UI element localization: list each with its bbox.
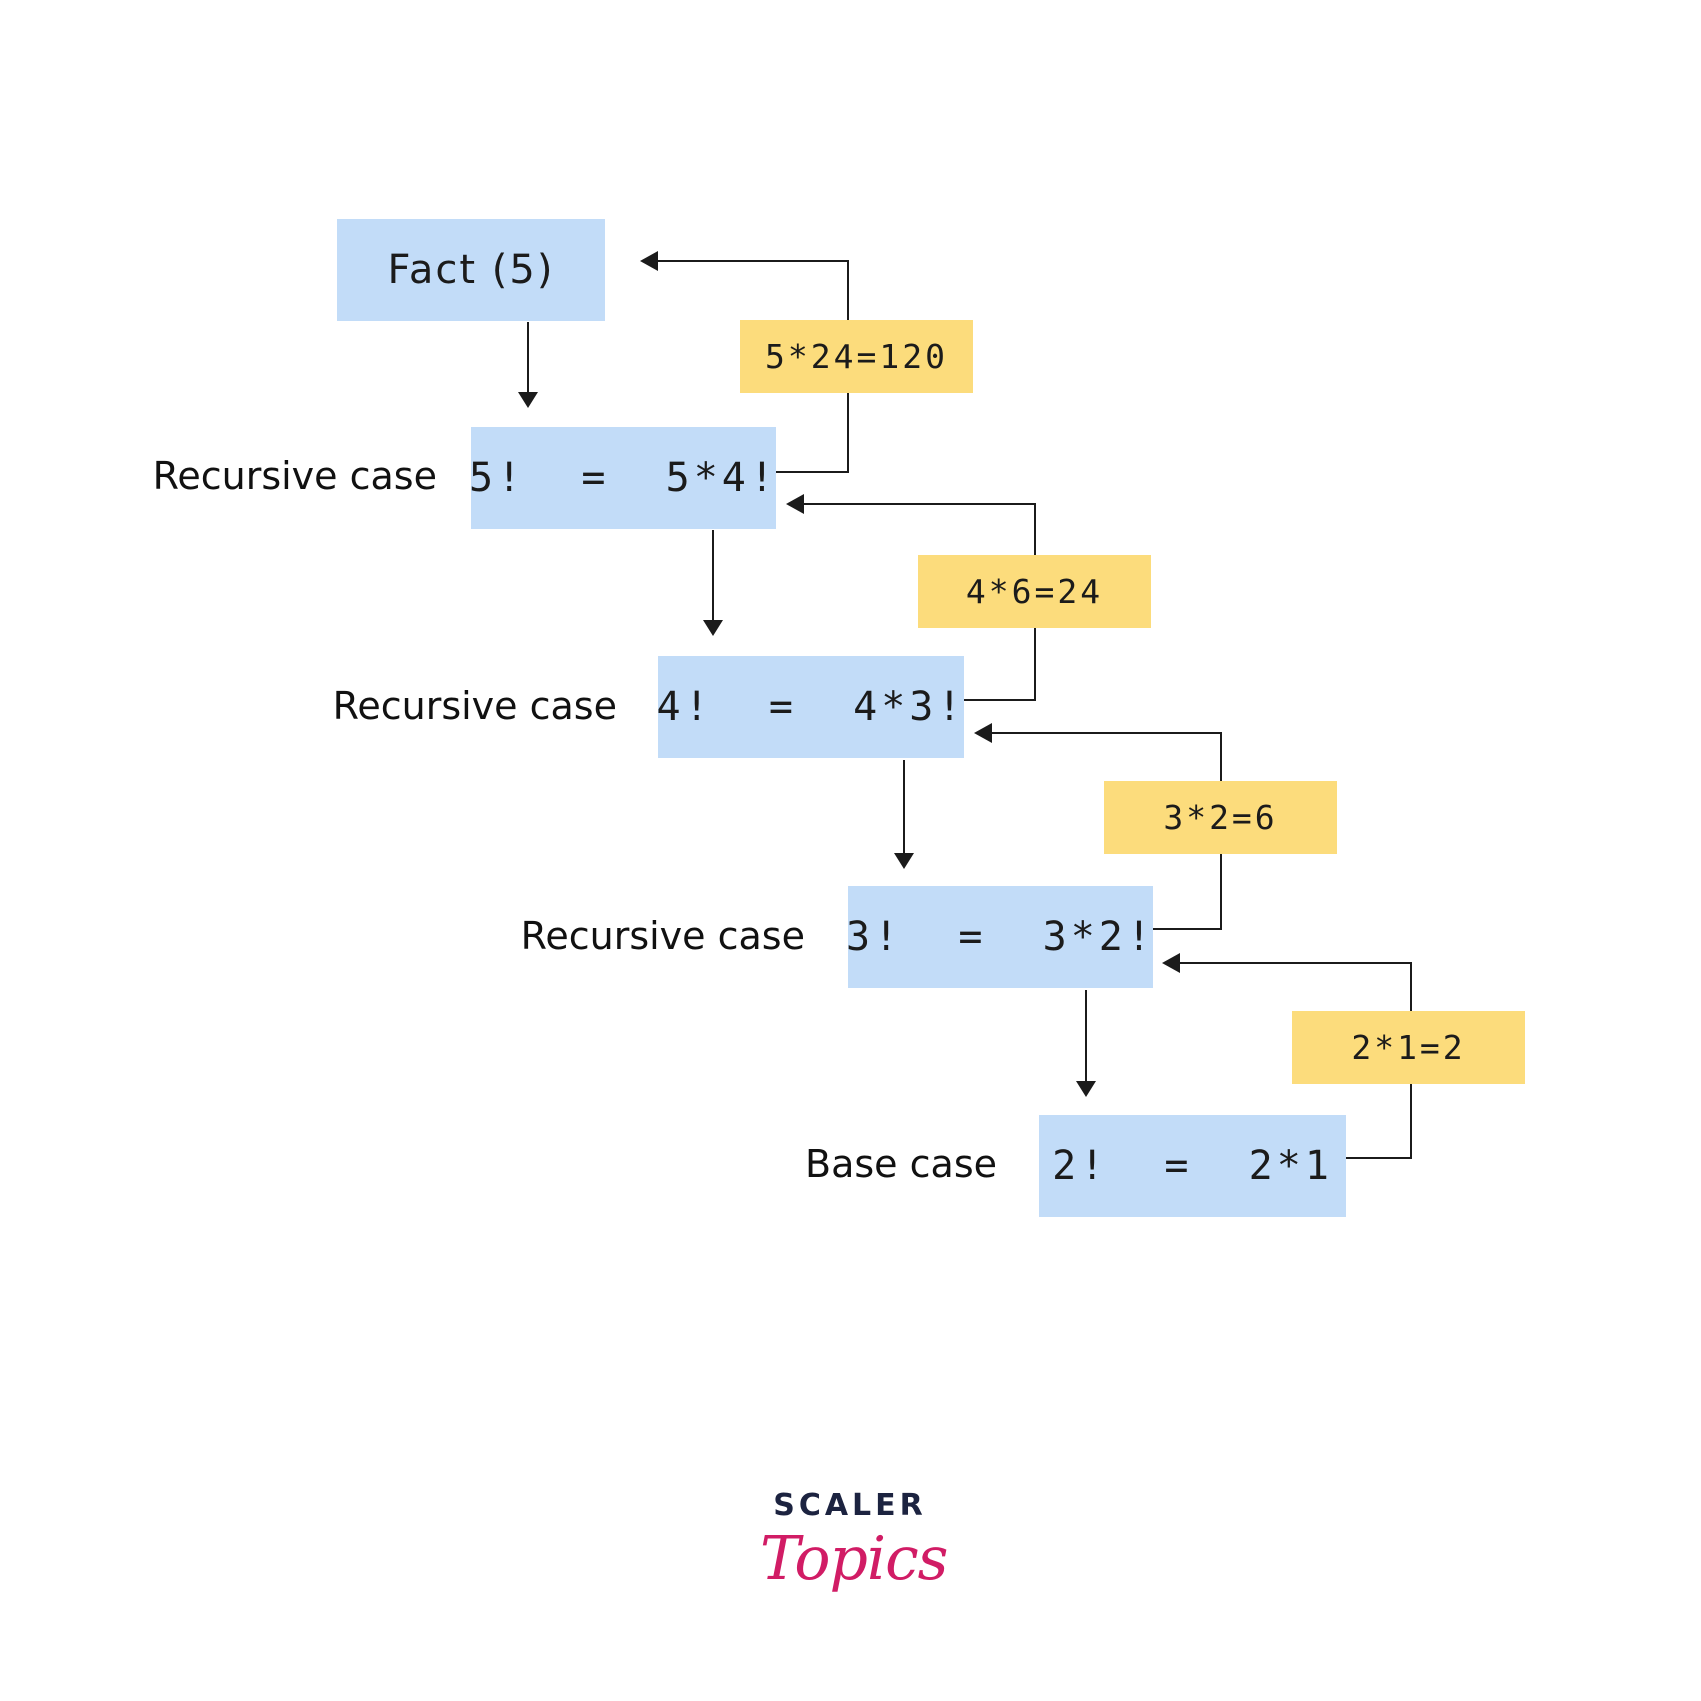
return-arrow-head: [640, 251, 658, 271]
logo-wordmark-script: Topics: [760, 1524, 948, 1594]
scaler-topics-logo: SCALER Topics: [760, 1488, 948, 1623]
result-2x1: 2*1=2: [1292, 1011, 1525, 1084]
case-label-recursive: Recursive case: [152, 454, 437, 498]
result-4x6: 4*6=24: [918, 555, 1151, 628]
case-label-recursive: Recursive case: [520, 914, 805, 958]
node-fact5: Fact (5): [337, 219, 605, 321]
case-label-recursive: Recursive case: [332, 684, 617, 728]
node-4-factorial: 4! = 4*3!: [657, 656, 964, 758]
logo-wordmark-top: SCALER: [773, 1488, 927, 1523]
call-arrow-head: [1076, 1081, 1096, 1097]
call-arrow-head: [703, 620, 723, 636]
call-arrow-head: [518, 392, 538, 408]
node-5-factorial: 5! = 5*4!: [469, 427, 776, 529]
node-3-factorial: 3! = 3*2!: [846, 886, 1153, 988]
call-arrow-head: [894, 853, 914, 869]
result-3x2: 3*2=6: [1104, 781, 1337, 854]
return-arrow-head: [974, 723, 992, 743]
node-2-factorial: 2! = 2*1: [1039, 1115, 1346, 1217]
return-arrow-head: [1162, 953, 1180, 973]
result-5x24: 5*24=120: [740, 320, 973, 393]
return-arrow-head: [786, 494, 804, 514]
case-label-base: Base case: [805, 1142, 997, 1186]
